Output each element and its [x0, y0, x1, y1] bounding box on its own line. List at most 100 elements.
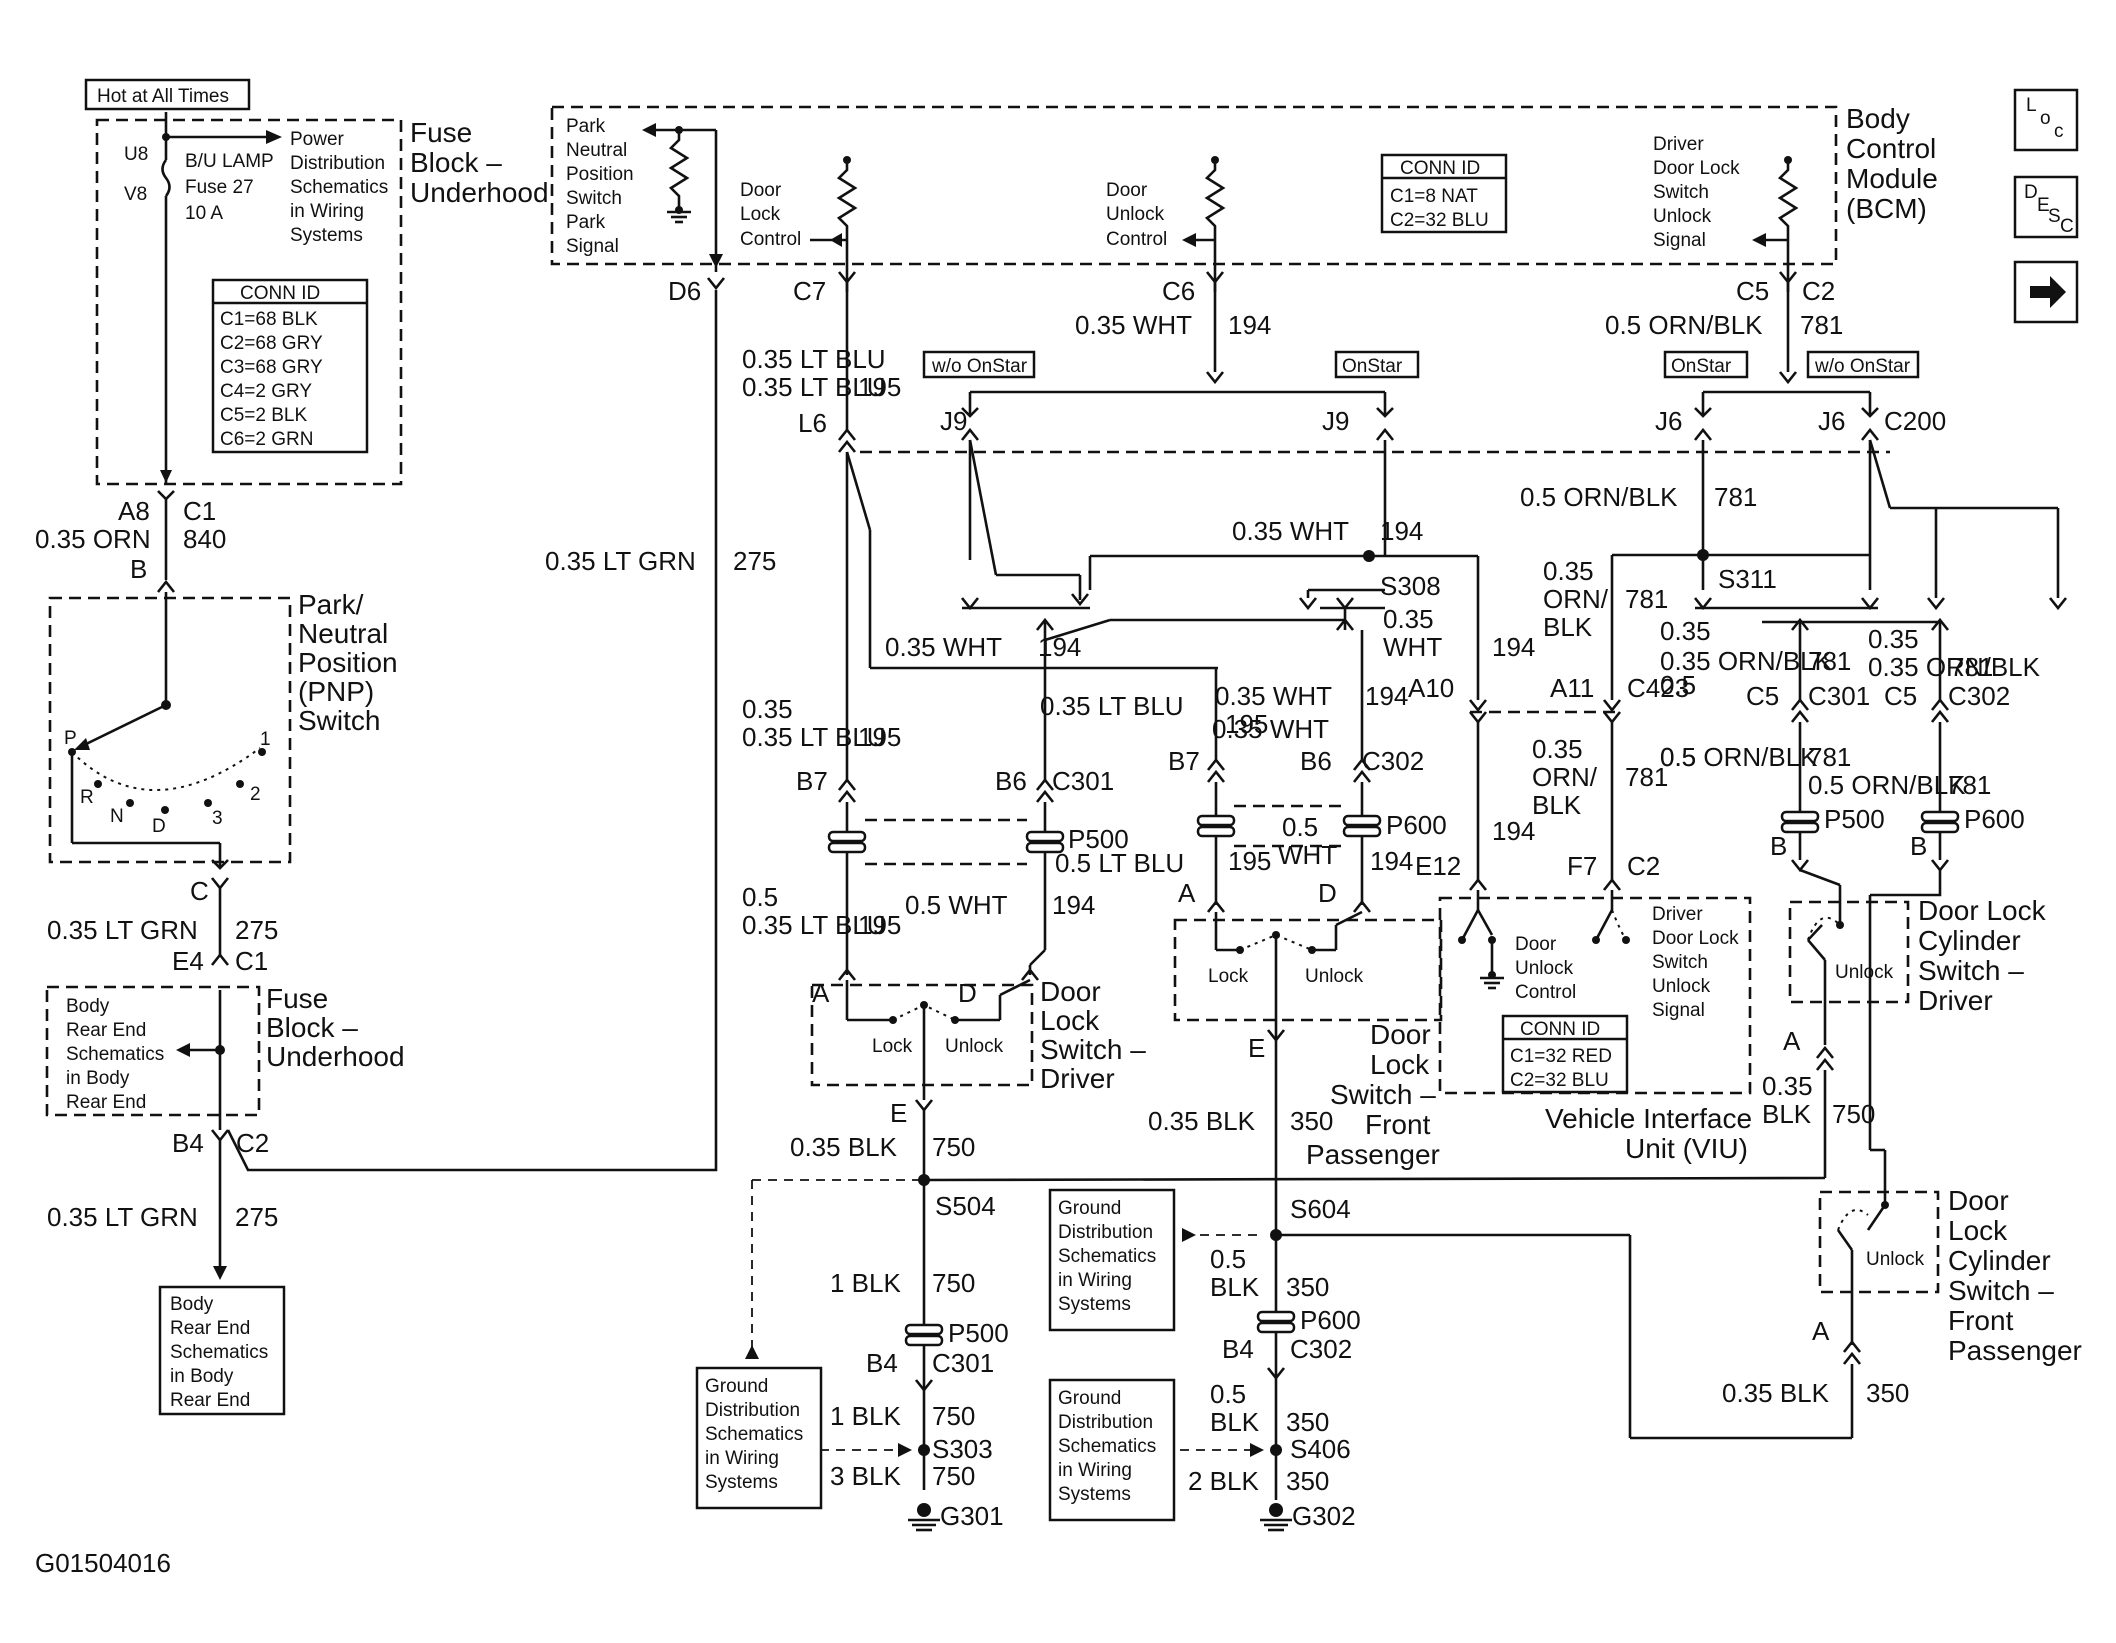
svg-text:195: 195 [858, 910, 901, 940]
svg-text:0.35: 0.35 [1543, 556, 1594, 586]
svg-text:Fuse 27: Fuse 27 [185, 177, 254, 198]
svg-text:B6: B6 [1300, 746, 1332, 776]
svg-text:Underhood: Underhood [410, 177, 549, 208]
bcm-unlock-input: Door Unlock Control [1106, 156, 1226, 292]
svg-text:in Body: in Body [66, 1068, 130, 1089]
svg-text:P600: P600 [1300, 1305, 1361, 1335]
svg-text:J6: J6 [1818, 406, 1845, 436]
svg-text:Door: Door [1106, 180, 1148, 201]
svg-text:Ground: Ground [1058, 1198, 1121, 1219]
svg-text:195: 195 [1228, 846, 1271, 876]
svg-text:781: 781 [1714, 482, 1757, 512]
svg-text:Fuse: Fuse [410, 117, 472, 148]
wire-275-to-bcm: 0.35 LT GRN 275 [226, 277, 776, 1172]
svg-text:Vehicle Interface: Vehicle Interface [1545, 1103, 1752, 1134]
svg-text:Signal: Signal [1653, 230, 1706, 251]
svg-text:C302: C302 [1290, 1334, 1352, 1364]
wire-840: A8 C1 0.35 ORN 840 B [35, 490, 226, 593]
svg-text:P500: P500 [948, 1318, 1009, 1348]
svg-text:ORN/: ORN/ [1543, 584, 1609, 614]
svg-text:(PNP): (PNP) [298, 676, 374, 707]
svg-text:B7: B7 [796, 766, 828, 796]
svg-text:Systems: Systems [290, 225, 363, 246]
conn-id-bcm: CONN ID C1=8 NAT C2=32 BLU [1380, 153, 1508, 234]
svg-text:Switch: Switch [566, 188, 622, 209]
svg-text:0.35 ORN/BLK: 0.35 ORN/BLK [1660, 646, 1833, 676]
svg-text:0.5 ORN/BLK: 0.5 ORN/BLK [1605, 310, 1763, 340]
svg-text:350: 350 [1286, 1466, 1329, 1496]
svg-text:2 BLK: 2 BLK [1188, 1466, 1259, 1496]
svg-text:Switch: Switch [1653, 182, 1709, 203]
svg-text:0.5 WHT: 0.5 WHT [905, 890, 1008, 920]
svg-text:275: 275 [733, 546, 776, 576]
svg-text:0.5 ORN/BLK: 0.5 ORN/BLK [1808, 770, 1966, 800]
figure-id: G01504016 [35, 1548, 171, 1578]
svg-text:B6: B6 [995, 766, 1027, 796]
svg-text:C6: C6 [1162, 276, 1195, 306]
svg-text:Cylinder: Cylinder [1918, 925, 2021, 956]
svg-text:L: L [2026, 95, 2037, 116]
svg-text:Signal: Signal [1652, 1000, 1705, 1021]
svg-text:C1=8 NAT: C1=8 NAT [1390, 186, 1478, 207]
svg-text:P600: P600 [1386, 810, 1447, 840]
loc-icon[interactable]: L o c [2013, 88, 2079, 152]
svg-text:Underhood: Underhood [266, 1041, 405, 1072]
svg-text:F7: F7 [1567, 851, 1597, 881]
svg-text:S406: S406 [1290, 1434, 1351, 1464]
svg-text:N: N [110, 806, 124, 827]
door-lock-switch-driver-box [810, 983, 1034, 1087]
svg-text:Lock: Lock [1948, 1215, 2008, 1246]
svg-text:C6=2 GRN: C6=2 GRN [220, 429, 313, 450]
pnp-switch: P R N D 3 2 1 [64, 592, 271, 870]
svg-text:Driver: Driver [1918, 985, 1993, 1016]
svg-text:A: A [1178, 878, 1196, 908]
bcm-lock-input: Door Lock Control [740, 156, 858, 292]
svg-text:o: o [2040, 108, 2051, 129]
fuse-block-underhood-bottom-title: Fuse Block – Underhood [266, 983, 405, 1072]
svg-text:Cylinder: Cylinder [1948, 1245, 2051, 1276]
svg-text:C301: C301 [1052, 766, 1114, 796]
svg-text:C5: C5 [1746, 681, 1779, 711]
ground-dist-ref-3: Ground Distribution Schematics in Wiring… [1048, 1378, 1176, 1522]
svg-text:A10: A10 [1408, 673, 1454, 703]
svg-text:w/o OnStar: w/o OnStar [931, 356, 1028, 377]
svg-text:Lock: Lock [1040, 1005, 1100, 1036]
next-arrow-icon[interactable] [2013, 260, 2079, 324]
svg-text:C5: C5 [1884, 681, 1917, 711]
svg-text:C3=68 GRY: C3=68 GRY [220, 357, 323, 378]
svg-text:0.35: 0.35 [1383, 604, 1434, 634]
svg-text:P500: P500 [1068, 824, 1129, 854]
svg-text:D: D [152, 816, 166, 837]
svg-text:BLK: BLK [1762, 1099, 1812, 1129]
svg-text:in Wiring: in Wiring [290, 201, 364, 222]
svg-text:B/U LAMP: B/U LAMP [185, 151, 274, 172]
svg-text:Position: Position [298, 647, 398, 678]
svg-text:CONN ID: CONN ID [240, 283, 320, 304]
svg-text:Schematics: Schematics [1058, 1246, 1156, 1267]
svg-text:Park: Park [566, 116, 606, 137]
svg-text:CONN ID: CONN ID [1400, 158, 1480, 179]
svg-text:0.5: 0.5 [1210, 1379, 1246, 1409]
door-lock-switch-driver: Lock Unlock E [845, 978, 1031, 1128]
svg-text:194: 194 [1492, 632, 1535, 662]
svg-text:WHT: WHT [1383, 632, 1442, 662]
svg-text:Unit (VIU): Unit (VIU) [1625, 1133, 1748, 1164]
hot-at-all-times-tag: Hot at All Times [84, 78, 251, 111]
svg-text:Door: Door [1370, 1019, 1431, 1050]
svg-text:Control: Control [740, 229, 801, 250]
svg-text:0.35 BLK: 0.35 BLK [1148, 1106, 1256, 1136]
svg-text:C2=32 BLU: C2=32 BLU [1390, 210, 1489, 231]
svg-text:Fuse: Fuse [266, 983, 328, 1014]
svg-text:Switch –: Switch – [1948, 1275, 2054, 1306]
svg-text:Driver: Driver [1040, 1063, 1115, 1094]
svg-text:Unlock: Unlock [945, 1036, 1004, 1057]
svg-text:275: 275 [235, 1202, 278, 1232]
svg-text:Lock: Lock [872, 1036, 913, 1057]
svg-text:J9: J9 [940, 406, 967, 436]
desc-icon[interactable]: D E S C [2013, 175, 2079, 239]
svg-text:C1=32 RED: C1=32 RED [1510, 1046, 1612, 1067]
svg-text:0.35 LT BLU: 0.35 LT BLU [742, 344, 886, 374]
door-lock-cylinder-front-title: Door Lock Cylinder Switch – Front Passen… [1948, 1185, 2082, 1366]
svg-text:B4: B4 [1222, 1334, 1254, 1364]
body-rear-end-ref-1: Body Rear End Schematics in Body Rear En… [66, 990, 225, 1130]
